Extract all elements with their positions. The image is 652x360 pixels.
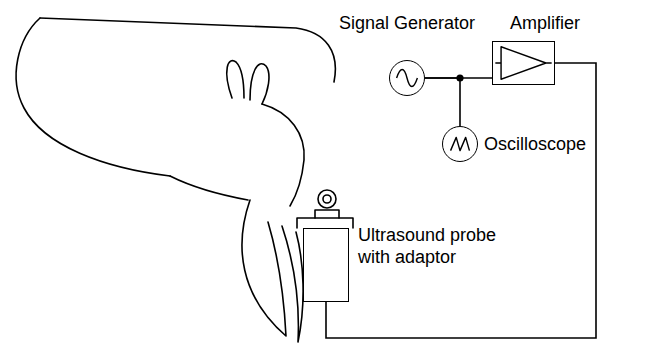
node-label: Signal Generator	[339, 12, 475, 34]
amplifier-symbol	[493, 42, 554, 84]
wire	[326, 63, 596, 338]
rabbit-chin	[170, 176, 248, 200]
ultrasound-probe-shape	[303, 228, 349, 302]
node-label: Amplifier	[510, 12, 580, 34]
rabbit-ear	[250, 64, 269, 104]
oscilloscope-glyph	[451, 137, 470, 150]
node-label: Oscilloscope	[484, 133, 586, 155]
ultrasound-probe-node: Ultrasound probe with adaptor	[303, 228, 349, 302]
adaptor-stem	[315, 210, 339, 218]
rabbit-body	[16, 18, 170, 176]
wire	[425, 78, 460, 126]
oscilloscope-shape	[442, 126, 478, 162]
rabbit-face	[262, 104, 304, 206]
wire-line	[425, 78, 460, 126]
oscilloscope-symbol	[443, 127, 477, 161]
rabbit-back	[40, 18, 335, 82]
amplifier-shape	[492, 41, 555, 85]
oscilloscope-node: Oscilloscope	[442, 126, 478, 162]
signal-generator-node: Signal Generator	[389, 60, 425, 96]
signal-generator-shape	[389, 60, 425, 96]
rabbit-ear	[282, 226, 303, 342]
amplifier-node: Amplifier	[492, 41, 555, 85]
transducer-core	[323, 195, 331, 203]
signal-generator-symbol	[390, 61, 424, 95]
rabbit-ear	[227, 61, 244, 98]
junction-dot	[457, 75, 463, 81]
rabbit-ear	[242, 200, 286, 336]
wire-line	[326, 63, 596, 338]
transducer	[318, 190, 336, 208]
adaptor-bracket	[297, 218, 353, 228]
node-label: Ultrasound probe with adaptor	[358, 224, 518, 268]
amplifier-glyph	[495, 47, 551, 79]
signal-generator-glyph	[397, 70, 418, 87]
